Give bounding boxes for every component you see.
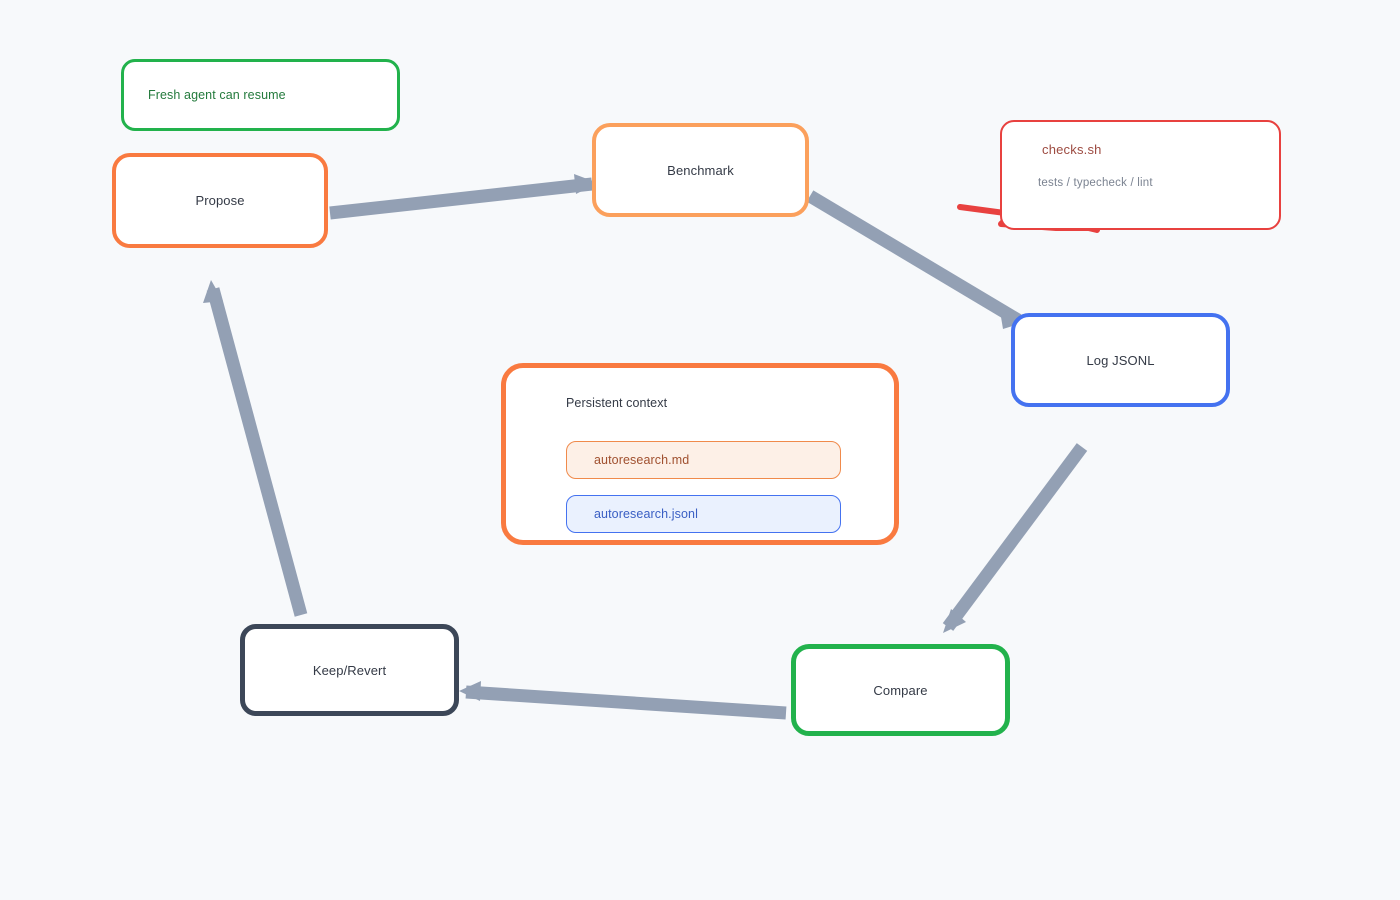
context-item-autoresearch-md[interactable]: autoresearch.md [566,441,841,479]
edge-log-jsonl-to-compare [942,443,1088,633]
node-compare-label: Compare [873,682,928,698]
node-fresh-agent[interactable]: Fresh agent can resume [121,59,400,131]
node-log-jsonl-label: Log JSONL [1086,352,1155,368]
node-propose-label: Propose [195,193,245,208]
node-keep-revert[interactable]: Keep/Revert [240,624,459,716]
node-keep-revert-label: Keep/Revert [312,662,387,678]
node-propose[interactable]: Propose [112,153,328,248]
persistent-context-title: Persistent context [566,396,668,410]
edge-keep-revert-to-propose [203,280,308,617]
node-compare[interactable]: Compare [791,644,1010,736]
node-checks[interactable]: checks.sh tests / typecheck / lint [1000,120,1281,230]
edge-propose-to-benchmark [329,174,598,220]
context-item-autoresearch-jsonl[interactable]: autoresearch.jsonl [566,495,841,533]
node-checks-title: checks.sh [1042,142,1102,157]
node-fresh-agent-label: Fresh agent can resume [148,88,286,102]
node-log-jsonl[interactable]: Log JSONL [1011,313,1230,407]
node-benchmark-label: Benchmark [667,162,734,178]
node-persistent-context[interactable]: Persistent context autoresearch.md autor… [501,363,899,545]
node-benchmark[interactable]: Benchmark [592,123,809,217]
edge-compare-to-keep-revert [459,681,787,720]
edge-benchmark-to-log-jsonl [806,190,1022,329]
node-checks-subtitle: tests / typecheck / lint [1038,177,1153,189]
